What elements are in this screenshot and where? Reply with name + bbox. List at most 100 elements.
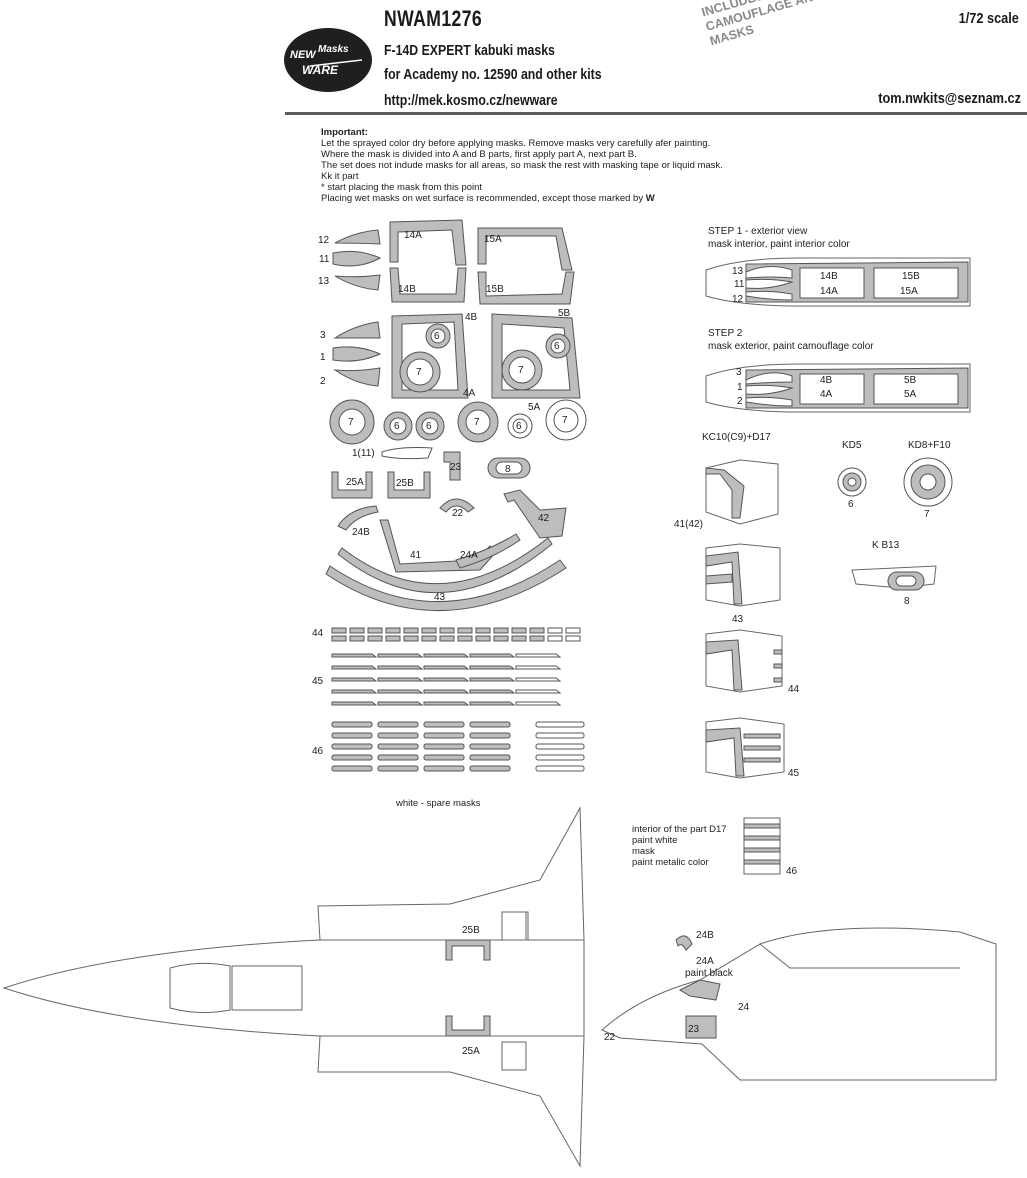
svg-text:15B: 15B — [486, 284, 504, 295]
svg-text:45: 45 — [788, 768, 800, 779]
svg-text:7: 7 — [416, 367, 422, 378]
svg-text:3: 3 — [320, 330, 326, 341]
mask-45-rows — [331, 653, 562, 706]
svg-text:14B: 14B — [398, 284, 416, 295]
kit-part-kb13 — [851, 565, 937, 591]
svg-text:12: 12 — [732, 294, 744, 305]
mask-44-row — [331, 627, 581, 642]
step1-canopy — [705, 257, 971, 307]
svg-text:2: 2 — [737, 396, 743, 407]
svg-text:23: 23 — [450, 462, 462, 473]
product-title: F-14D EXPERT kabuki masks — [384, 42, 555, 59]
svg-text:5B: 5B — [558, 308, 571, 319]
svg-text:7: 7 — [562, 415, 568, 426]
svg-text:1(11): 1(11) — [352, 448, 375, 459]
svg-text:4A: 4A — [820, 389, 833, 400]
d17-note-line: paint metalic color — [632, 857, 709, 868]
svg-text:24B: 24B — [352, 527, 370, 538]
product-code: NWAM1276 — [384, 6, 483, 31]
d17-note: interior of the part D17 paint white mas… — [632, 824, 727, 868]
kit-part-d17 — [743, 817, 781, 875]
svg-text:7: 7 — [518, 365, 524, 376]
svg-text:2: 2 — [320, 376, 326, 387]
svg-text:22: 22 — [452, 508, 464, 519]
mask-labels: 12 11 13 14A 14B 15A 15B 3 1 2 4B 4A 5B … — [312, 230, 930, 1057]
svg-text:6: 6 — [516, 421, 522, 432]
spare-masks-note: white - spare masks — [396, 798, 481, 809]
d17-note-line: mask — [632, 846, 655, 857]
svg-text:22: 22 — [604, 1032, 616, 1043]
svg-text:41: 41 — [410, 550, 422, 561]
svg-text:15A: 15A — [900, 286, 918, 297]
svg-text:3: 3 — [736, 367, 742, 378]
website-link[interactable]: http://mek.kosmo.cz/newware — [384, 92, 558, 109]
svg-text:23: 23 — [688, 1024, 700, 1035]
svg-text:15B: 15B — [902, 271, 920, 282]
note-line: Where the mask is divided into A and B p… — [321, 149, 637, 160]
svg-text:7: 7 — [924, 509, 930, 520]
svg-text:4A: 4A — [463, 388, 476, 399]
d17-note-line: paint white — [632, 835, 678, 846]
svg-text:25A: 25A — [346, 477, 364, 488]
product-kit: for Academy no. 12590 and other kits — [384, 66, 602, 83]
kit-part-wheels — [837, 457, 953, 507]
email-link[interactable]: tom.nwkits@seznam.cz — [878, 90, 1021, 107]
kb13-label: K B13 — [872, 540, 900, 551]
svg-text:43: 43 — [434, 592, 446, 603]
logo-text-new: NEW — [290, 49, 317, 61]
plan-view-aircraft — [2, 806, 585, 1168]
step1-subtitle: mask interior, paint interior color — [708, 239, 850, 250]
svg-text:14A: 14A — [404, 230, 422, 241]
d17-note-line: interior of the part D17 — [632, 824, 727, 835]
step2-subtitle: mask exterior, paint camouflage color — [708, 341, 874, 352]
note-line: * start placing the mask from this point — [321, 182, 483, 193]
svg-text:1: 1 — [320, 352, 326, 363]
scale-label: 1/72 scale — [958, 10, 1019, 27]
logo-ellipse-icon: NEW Masks WARE — [284, 28, 372, 92]
svg-text:25A: 25A — [462, 1046, 480, 1057]
note-line: Placing wet masks on wet surface is reco… — [321, 193, 655, 204]
kd8-label: KD8+F10 — [908, 440, 951, 451]
svg-text:12: 12 — [318, 235, 330, 246]
svg-text:11: 11 — [734, 279, 745, 290]
note-line: Kk it part — [321, 171, 359, 182]
svg-text:11: 11 — [319, 254, 330, 265]
svg-text:14B: 14B — [820, 271, 838, 282]
svg-text:44: 44 — [312, 628, 324, 639]
kit-part-kc10 — [705, 459, 785, 779]
new-ware-logo: NEW Masks WARE — [282, 24, 374, 94]
svg-text:6: 6 — [554, 341, 560, 352]
wet-mask-icon: W — [645, 193, 655, 204]
svg-text:6: 6 — [434, 331, 440, 342]
svg-text:43: 43 — [732, 614, 744, 625]
important-notes: Important: Let the sprayed color dry bef… — [321, 127, 841, 204]
kd5-label: KD5 — [842, 440, 862, 451]
svg-text:44: 44 — [788, 684, 800, 695]
svg-text:1: 1 — [737, 382, 743, 393]
step1-title: STEP 1 - exterior view — [708, 226, 808, 237]
svg-text:8: 8 — [505, 464, 511, 475]
kc10-label: KC10(C9)+D17 — [702, 432, 771, 443]
note-line: The set does not indude masks for all ar… — [321, 160, 723, 171]
svg-text:46: 46 — [312, 746, 324, 757]
svg-text:6: 6 — [394, 421, 400, 432]
note-line: Let the sprayed color dry before applyin… — [321, 138, 711, 149]
mask-46-rows — [331, 721, 585, 772]
svg-text:6: 6 — [426, 421, 432, 432]
svg-text:41(42): 41(42) — [674, 519, 703, 530]
svg-text:42: 42 — [538, 513, 550, 524]
svg-text:15A: 15A — [484, 234, 502, 245]
logo-text-masks: Masks — [318, 44, 349, 55]
svg-text:24: 24 — [738, 1002, 750, 1013]
side-view-aircraft — [601, 927, 997, 1081]
step2-canopy — [705, 363, 971, 413]
svg-text:5A: 5A — [528, 402, 541, 413]
svg-text:4B: 4B — [820, 375, 833, 386]
svg-text:14A: 14A — [820, 286, 838, 297]
svg-text:24B: 24B — [696, 930, 714, 941]
svg-text:46: 46 — [786, 866, 798, 877]
svg-text:7: 7 — [348, 417, 354, 428]
notes-heading: Important: — [321, 127, 368, 138]
svg-text:paint black: paint black — [685, 968, 734, 979]
svg-text:13: 13 — [732, 266, 744, 277]
